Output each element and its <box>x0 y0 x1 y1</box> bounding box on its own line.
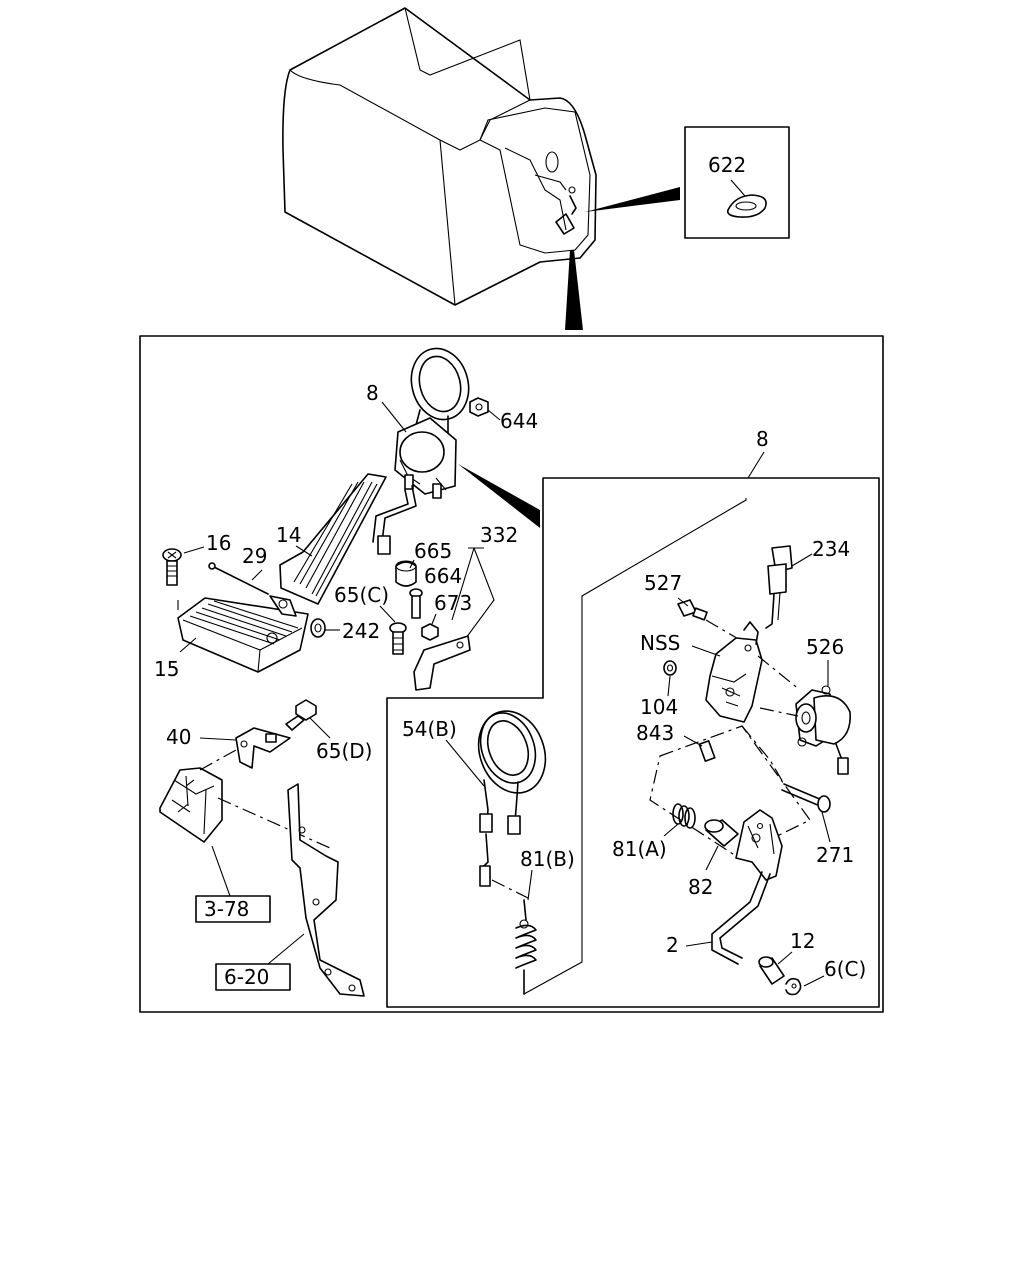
part-104-washer <box>663 660 677 676</box>
inset-box-622 <box>684 126 790 239</box>
part-271-bolt <box>781 783 831 813</box>
part-234-connector <box>765 545 793 629</box>
ref-box-3-78[interactable] <box>195 895 271 923</box>
label-81b: 81(B) <box>520 847 575 871</box>
part-65d-bolt <box>285 699 317 731</box>
label-65d: 65(D) <box>316 739 372 763</box>
label-665: 665 <box>414 539 452 563</box>
accelerator-pedal-assembly <box>279 347 470 605</box>
part-622-cap <box>726 194 767 218</box>
part-664-bolt <box>409 588 423 619</box>
part-242-washer <box>310 618 326 638</box>
part-644-nut <box>469 397 489 417</box>
main-frame <box>139 335 884 1013</box>
label-527: 527 <box>644 571 682 595</box>
ref-box-6-20[interactable] <box>215 963 291 991</box>
part-nss-sensor <box>705 621 763 723</box>
label-6c: 6(C) <box>824 957 866 981</box>
part-15-footrest <box>177 595 309 673</box>
label-2: 2 <box>666 933 679 957</box>
pedal-mount-bracket <box>413 635 471 691</box>
label-12: 12 <box>790 929 815 953</box>
part-843-pin <box>698 740 716 762</box>
label-15: 15 <box>154 657 179 681</box>
label-622: 622 <box>708 153 746 177</box>
label-673: 673 <box>434 591 472 615</box>
ref-label-3-78: 3-78 <box>204 897 249 921</box>
label-242: 242 <box>342 619 380 643</box>
part-81a-spring <box>672 803 696 829</box>
part-527-bolt <box>677 599 708 621</box>
part-12-collar <box>758 956 785 985</box>
detail-reference-line <box>523 498 747 995</box>
part-2-lever <box>711 809 783 965</box>
label-271: 271 <box>816 843 854 867</box>
label-14: 14 <box>276 523 301 547</box>
part-665-stopper <box>395 560 417 587</box>
callout-wedge-622 <box>585 187 680 212</box>
label-104: 104 <box>640 695 678 719</box>
part-82-bushing <box>704 819 739 847</box>
detail-frame <box>386 477 880 1008</box>
label-16: 16 <box>206 531 231 555</box>
label-843: 843 <box>636 721 674 745</box>
label-526: 526 <box>806 635 844 659</box>
callout-wedge-pedal <box>565 250 583 330</box>
part-6c-clip <box>785 977 802 996</box>
label-82: 82 <box>688 875 713 899</box>
part-16-bolt <box>162 548 182 586</box>
part-29-pin <box>211 565 269 595</box>
part-526-actuator <box>795 685 851 775</box>
label-81a: 81(A) <box>612 837 667 861</box>
frame-bracket-3-78 <box>159 767 223 843</box>
label-40: 40 <box>166 725 191 749</box>
part-65c-bolt <box>389 622 407 655</box>
cab-shell-illustration <box>282 7 597 306</box>
label-54b: 54(B) <box>402 717 457 741</box>
label-664: 664 <box>424 564 462 588</box>
part-673-nut <box>421 623 439 641</box>
label-nss: NSS <box>640 631 680 655</box>
label-65c: 65(C) <box>334 583 389 607</box>
label-8-pedal: 8 <box>366 381 379 405</box>
label-234: 234 <box>812 537 850 561</box>
label-8-detail: 8 <box>756 427 769 451</box>
ref-label-6-20: 6-20 <box>224 965 269 989</box>
frame-bracket-6-20 <box>287 783 365 997</box>
part-40-bracket <box>235 727 291 769</box>
part-54b-cable <box>477 710 547 887</box>
label-332: 332 <box>480 523 518 547</box>
line-622 <box>730 179 746 197</box>
label-29: 29 <box>242 544 267 568</box>
callout-wedge-detail <box>458 464 540 528</box>
part-81b-spring <box>515 899 537 995</box>
label-644: 644 <box>500 409 538 433</box>
